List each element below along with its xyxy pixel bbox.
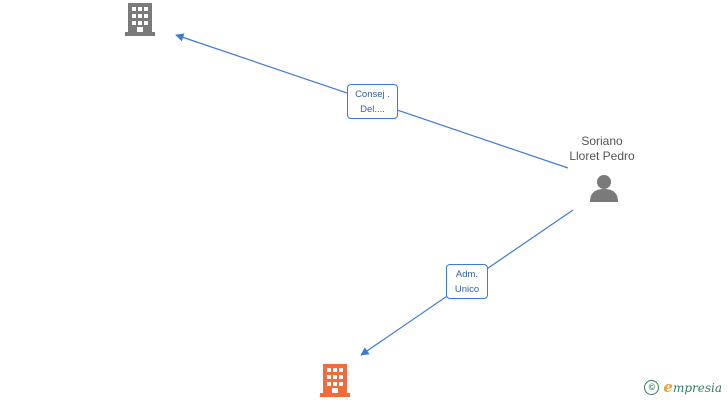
person-name-line2: Lloret Pedro	[569, 149, 635, 163]
person-name-line1: Soriano	[581, 134, 623, 148]
watermark: © empresia	[644, 378, 722, 396]
building-icon[interactable]	[320, 364, 350, 397]
copyright-icon: ©	[644, 379, 660, 395]
role-label-administrador[interactable]: Adm. Unico	[446, 264, 488, 299]
role-label-consejero[interactable]: Consej . Del....	[347, 84, 398, 119]
brand-logo: empresia	[663, 378, 722, 396]
role-label-line2: Unico	[454, 284, 480, 295]
role-label-line1: Adm.	[455, 269, 479, 280]
building-icon[interactable]	[125, 3, 155, 36]
person-name-label[interactable]: Soriano Lloret Pedro	[556, 134, 648, 164]
role-label-line2: Del....	[360, 104, 385, 115]
role-label-line1: Consej .	[355, 89, 390, 100]
person-icon[interactable]	[590, 175, 618, 202]
